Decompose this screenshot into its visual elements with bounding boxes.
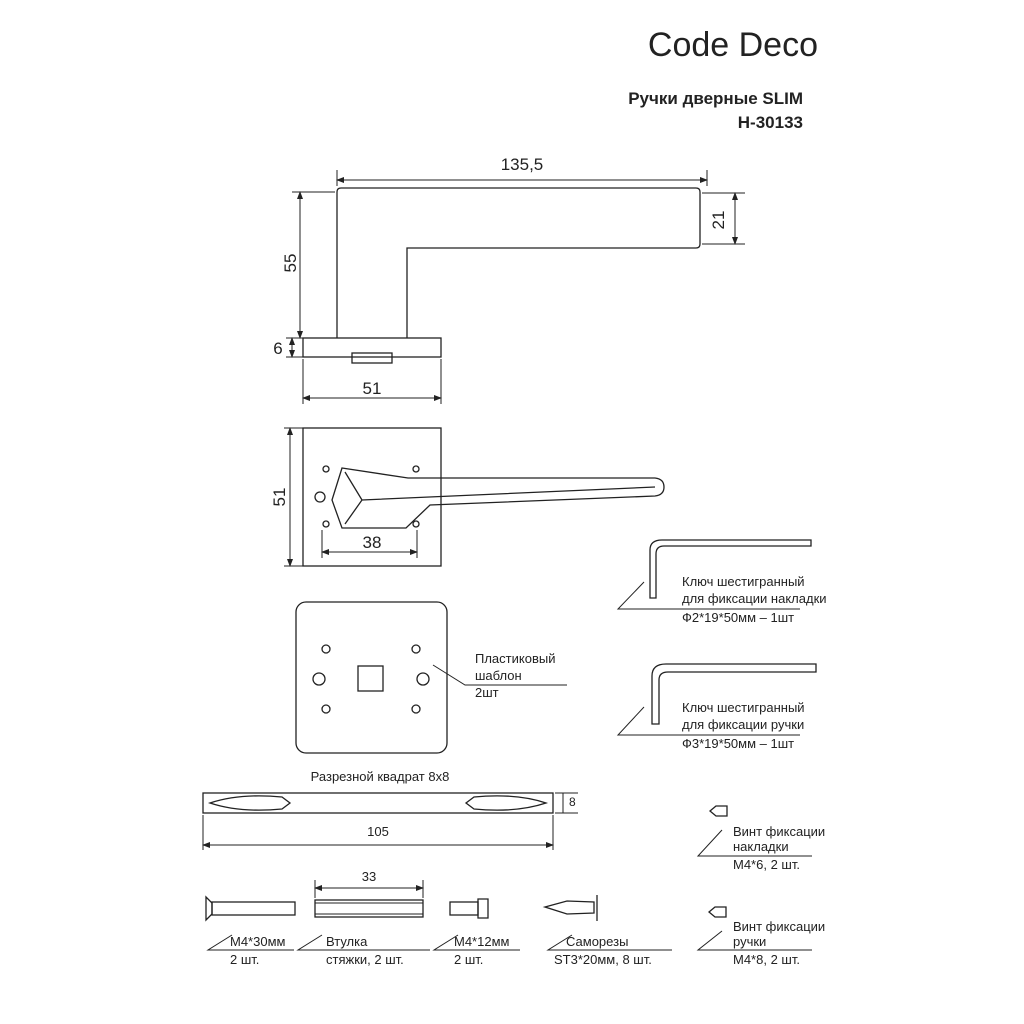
template-label-2: шаблон <box>475 668 522 683</box>
template-label-1: Пластиковый <box>475 651 555 666</box>
bolt-12: М4*12мм 2 шт. <box>432 898 520 967</box>
screw-rose-label-3: М4*6, 2 шт. <box>733 857 800 872</box>
rose-side <box>302 337 442 358</box>
screw-rose-label-2: накладки <box>733 839 789 854</box>
dim-rose-thickness-label: 6 <box>273 339 282 358</box>
screw-handle-fixing: Винт фиксации ручки М4*8, 2 шт. <box>696 906 825 967</box>
spindle-length-label: 105 <box>367 824 389 839</box>
key-large-label-1: Ключ шестигранный <box>682 700 805 715</box>
self-tapping-screws: Саморезы ST3*20мм, 8 шт. <box>542 895 672 967</box>
spindle-label: Разрезной квадрат 8х8 <box>311 769 450 784</box>
screw-rose-label-1: Винт фиксации <box>733 824 825 839</box>
front-view: 51 38 <box>270 427 665 567</box>
key-small-label-3: Ф2*19*50мм – 1шт <box>682 610 794 625</box>
spindle-thickness-label: 8 <box>569 795 576 809</box>
product-model: H-30133 <box>738 113 803 132</box>
bolt-12-label-1: М4*12мм <box>454 934 510 949</box>
sleeve: 33 Втулка стяжки, 2 шт. <box>296 869 430 967</box>
dim-rose-width-label: 51 <box>363 379 382 398</box>
self-tapping-label-1: Саморезы <box>566 934 628 949</box>
spindle-bar: Разрезной квадрат 8х8 8 105 <box>202 769 578 850</box>
bolt-30: М4*30мм 2 шт. <box>205 895 296 967</box>
key-small-label-2: для фиксации накладки <box>682 591 827 606</box>
dim-lever-height-label: 21 <box>709 211 728 230</box>
self-tapping-label-2: ST3*20мм, 8 шт. <box>554 952 652 967</box>
bolt-12-label-2: 2 шт. <box>454 952 483 967</box>
hex-key-small: Ключ шестигранный для фиксации накладки … <box>616 539 827 625</box>
bolt-30-label-1: М4*30мм <box>230 934 286 949</box>
spindle-stub <box>351 352 393 364</box>
sleeve-label-1: Втулка <box>326 934 368 949</box>
handle-side-outline <box>336 187 701 338</box>
screw-handle-label-1: Винт фиксации <box>733 919 825 934</box>
hex-key-large: Ключ шестигранный для фиксации ручки Ф3*… <box>616 663 817 751</box>
screw-rose-fixing: Винт фиксации накладки М4*6, 2 шт. <box>696 805 825 872</box>
side-view: 135,5 21 55 6 51 <box>273 155 745 404</box>
key-small-label-1: Ключ шестигранный <box>682 574 805 589</box>
handle-front-outline <box>331 467 665 529</box>
brand-logo: Code Deco <box>648 26 818 64</box>
plastic-template: Пластиковый шаблон 2шт <box>295 601 567 754</box>
sleeve-length-label: 33 <box>362 869 376 884</box>
dim-front-height-label: 51 <box>270 488 289 507</box>
screw-handle-label-3: М4*8, 2 шт. <box>733 952 800 967</box>
template-label-3: 2шт <box>475 685 499 700</box>
key-large-label-2: для фиксации ручки <box>682 717 804 732</box>
sleeve-label-2: стяжки, 2 шт. <box>326 952 404 967</box>
dim-height-label: 55 <box>281 254 300 273</box>
product-title: Ручки дверные SLIM <box>628 89 803 108</box>
dim-length-label: 135,5 <box>501 155 544 174</box>
key-large-label-3: Ф3*19*50мм – 1шт <box>682 736 794 751</box>
bolt-30-label-2: 2 шт. <box>230 952 259 967</box>
dim-hole-spacing-label: 38 <box>363 533 382 552</box>
screw-handle-label-2: ручки <box>733 934 766 949</box>
